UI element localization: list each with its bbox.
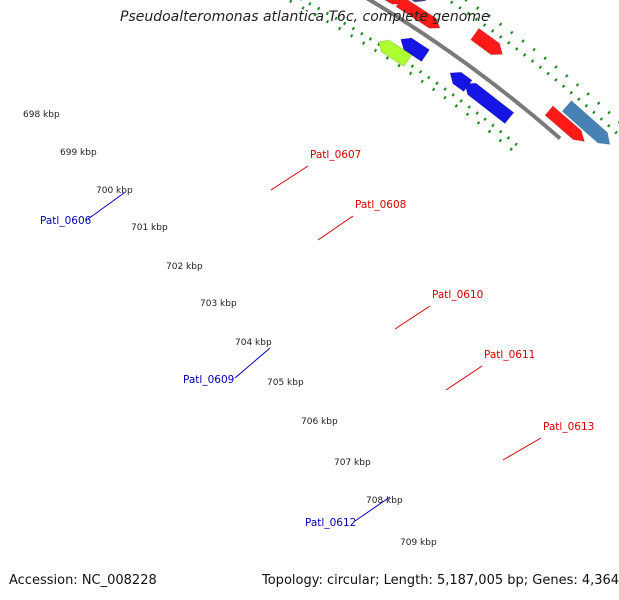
gene-arrow-patl0610 [383,0,404,5]
gene-arrow-steel [561,99,611,145]
leader-line-patl_0608 [317,215,354,241]
gene-label-patl_0609: Patl_0609 [183,374,234,386]
genome-map-view: 698 kbp 699 kbp 700 kbp 701 kbp 702 kbp 703 k… [9,0,619,588]
gene-arrow-patl0612 [377,39,413,68]
tick-label-702: 702 kbp [166,262,203,272]
inner-guide-line-2 [284,0,516,154]
gene-label-patl_0608: Patl_0608 [355,199,406,211]
gene-label-patl_0606: Patl_0606 [40,215,92,227]
leader-line-patl_0612 [354,496,391,522]
leader-line-patl_0613 [502,437,542,461]
genome-info-text: Topology: circular; Length: 5,187,005 bp… [262,573,619,588]
accession-text: Accession: NC_008228 [9,573,157,588]
leader-line-patl_0609 [234,347,271,379]
gene-arrow-blue-709b [464,82,515,125]
leader-line-patl_0611 [445,365,483,391]
tick-label-704: 704 kbp [235,338,272,348]
gene-label-patl_0607: Patl_0607 [310,149,361,161]
gene-arrow-patl0613 [470,27,504,56]
gene-arrow-slate-2 [410,0,427,3]
gene-label-patl_0612: Patl_0612 [305,517,356,529]
gene-label-patl_0611: Patl_0611 [484,349,535,361]
tick-label-707: 707 kbp [334,458,371,468]
genome-backbone [365,0,562,141]
tick-label-703: 703 kbp [200,299,237,309]
tick-label-698: 698 kbp [23,110,60,120]
gene-arrow-red-bottom [544,105,586,143]
tick-label-705: 705 kbp [267,378,304,388]
tick-label-700: 700 kbp [96,186,133,196]
tick-label-706: 706 kbp [301,417,338,427]
gene-label-patl_0610: Patl_0610 [432,289,483,301]
map-title: Pseudoalteromonas atlantica T6c, complet… [120,9,490,25]
gene-arrow-patl0611 [395,0,441,29]
tick-label-701: 701 kbp [131,223,168,233]
tick-label-709: 709 kbp [400,538,437,548]
leader-line-patl_0607 [270,165,309,191]
leader-line-patl_0606 [87,192,125,220]
gene-label-patl_0613: Patl_0613 [543,421,594,433]
tick-label-699: 699 kbp [60,148,97,158]
genome-map-canvas: 698 kbp 699 kbp 700 kbp 701 kbp 702 kbp 703 k… [23,0,619,548]
leader-line-patl_0610 [394,305,431,330]
